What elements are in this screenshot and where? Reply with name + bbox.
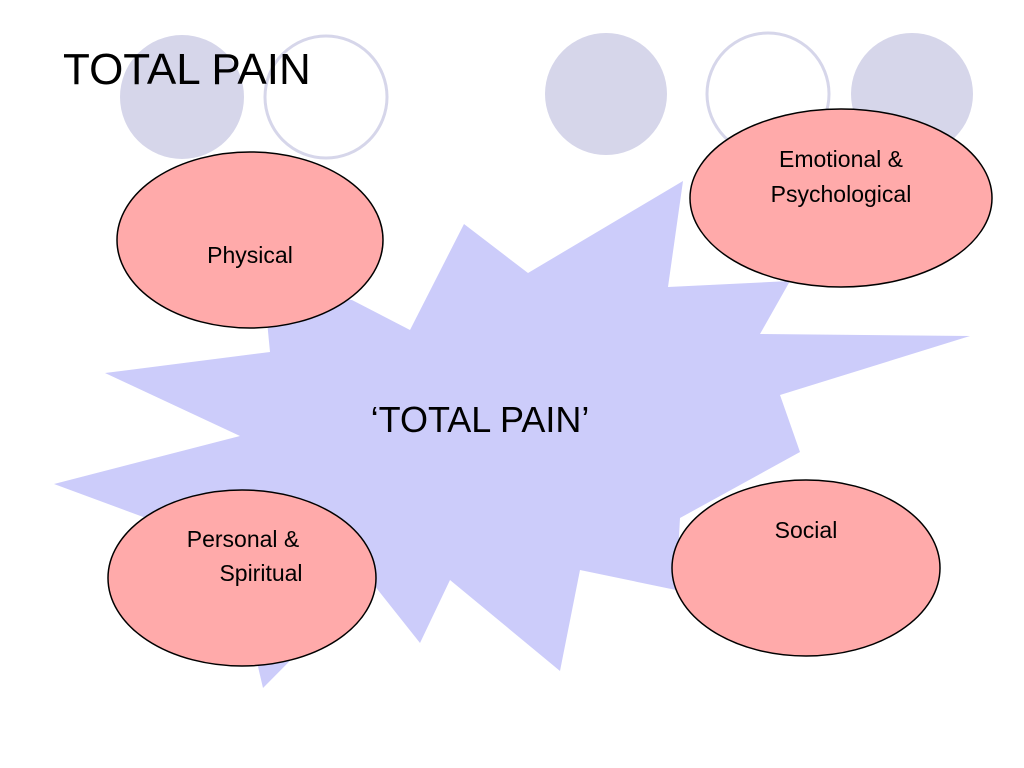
emotional-ellipse — [689, 108, 993, 288]
node-social: Social — [671, 479, 941, 657]
social-ellipse — [671, 479, 941, 657]
decor-outline-circle — [263, 34, 389, 160]
node-personal-spiritual: Personal & Spiritual — [107, 489, 377, 667]
personal-label-line-1: Personal & — [187, 526, 300, 552]
decor-circles-left — [120, 34, 389, 160]
emotional-label-line-1: Emotional & — [779, 146, 903, 172]
social-label: Social — [775, 517, 838, 543]
emotional-label-line-2: Psychological — [771, 181, 912, 207]
node-emotional-psychological: Emotional & Psychological — [689, 108, 993, 288]
node-physical: Physical — [116, 151, 384, 329]
personal-ellipse — [107, 489, 377, 667]
personal-label-line-2: Spiritual — [219, 560, 302, 586]
slide-title: TOTAL PAIN — [63, 45, 311, 94]
decor-filled-circle — [120, 35, 244, 159]
center-label: ‘TOTAL PAIN’ — [371, 399, 590, 440]
physical-ellipse — [116, 151, 384, 329]
decor-filled-circle — [545, 33, 667, 155]
physical-label: Physical — [207, 242, 293, 268]
